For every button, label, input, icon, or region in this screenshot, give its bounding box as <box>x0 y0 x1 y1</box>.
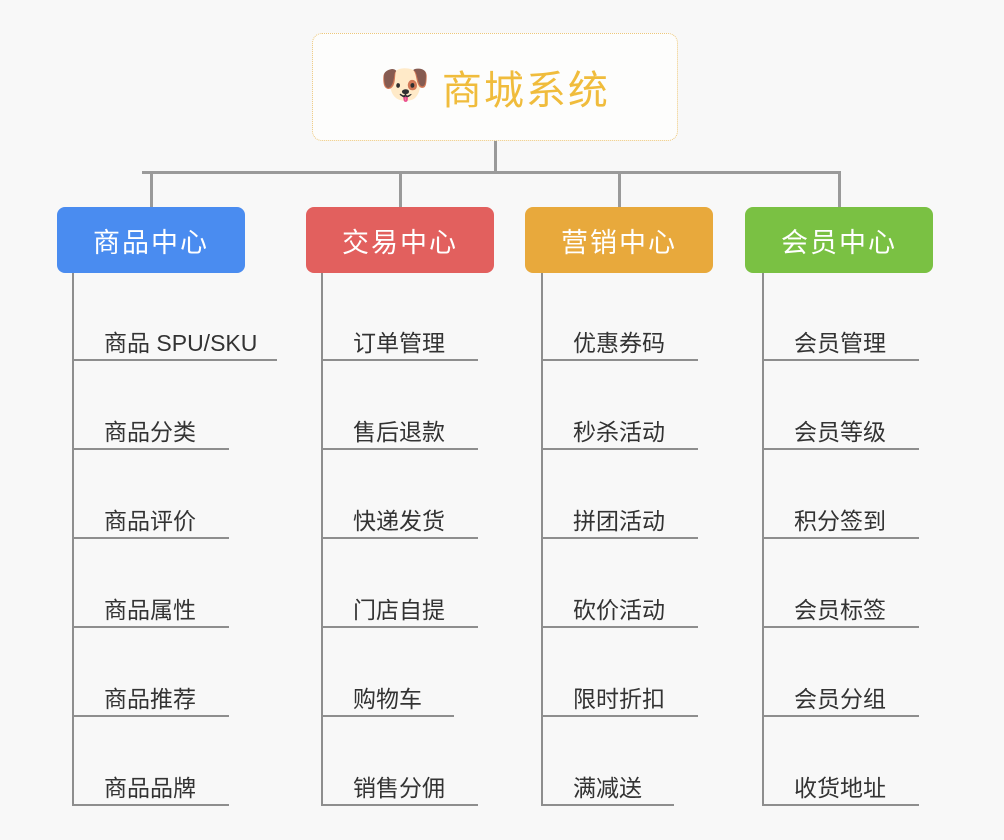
leaf-item-label: 商品评价 <box>104 508 196 535</box>
leaf-item-label: 会员管理 <box>794 330 886 357</box>
leaf-item[interactable]: 订单管理 <box>321 321 478 361</box>
leaf-item[interactable]: 收货地址 <box>762 766 919 806</box>
category-box-member[interactable]: 会员中心 <box>745 207 933 273</box>
connector-drop-trade <box>399 171 402 208</box>
leaf-item[interactable]: 销售分佣 <box>321 766 478 806</box>
leaf-item[interactable]: 限时折扣 <box>541 677 698 717</box>
leaf-item[interactable]: 商品 SPU/SKU <box>72 321 277 361</box>
leaf-item-label: 会员等级 <box>794 419 886 446</box>
leaf-item-label: 砍价活动 <box>573 597 665 624</box>
leaf-item-label: 积分签到 <box>794 508 886 535</box>
leaf-item-label: 订单管理 <box>353 330 445 357</box>
root-node[interactable]: 🐶商城系统 <box>312 33 678 141</box>
leaf-item-label: 拼团活动 <box>573 508 665 535</box>
column-spine-member <box>762 273 764 806</box>
leaf-item[interactable]: 会员分组 <box>762 677 919 717</box>
leaf-item-label: 销售分佣 <box>353 775 445 802</box>
leaf-item-label: 商品分类 <box>104 419 196 446</box>
column-spine-marketing <box>541 273 543 806</box>
leaf-item-label: 售后退款 <box>353 419 445 446</box>
connector-drop-product <box>150 171 153 208</box>
connector-horizontal-bus <box>142 171 840 174</box>
leaf-item[interactable]: 会员等级 <box>762 410 919 450</box>
leaf-item[interactable]: 积分签到 <box>762 499 919 539</box>
category-label: 会员中心 <box>781 227 897 258</box>
leaf-item[interactable]: 商品推荐 <box>72 677 229 717</box>
leaf-item[interactable]: 会员标签 <box>762 588 919 628</box>
leaf-item[interactable]: 商品品牌 <box>72 766 229 806</box>
category-box-trade[interactable]: 交易中心 <box>306 207 494 273</box>
leaf-item[interactable]: 拼团活动 <box>541 499 698 539</box>
leaf-item[interactable]: 门店自提 <box>321 588 478 628</box>
leaf-item-label: 购物车 <box>353 686 422 713</box>
leaf-item[interactable]: 购物车 <box>321 677 454 717</box>
leaf-item[interactable]: 商品分类 <box>72 410 229 450</box>
category-label: 营销中心 <box>561 227 677 258</box>
leaf-item[interactable]: 售后退款 <box>321 410 478 450</box>
leaf-item[interactable]: 会员管理 <box>762 321 919 361</box>
column-spine-trade <box>321 273 323 806</box>
leaf-item-label: 快递发货 <box>353 508 445 535</box>
connector-drop-marketing <box>618 171 621 208</box>
leaf-item[interactable]: 快递发货 <box>321 499 478 539</box>
connector-root-stem <box>494 141 497 173</box>
column-spine-product <box>72 273 74 806</box>
category-box-marketing[interactable]: 营销中心 <box>525 207 713 273</box>
leaf-item[interactable]: 商品属性 <box>72 588 229 628</box>
leaf-item-label: 会员分组 <box>794 686 886 713</box>
leaf-item-label: 收货地址 <box>794 775 886 802</box>
leaf-item-label: 优惠券码 <box>573 330 665 357</box>
leaf-item[interactable]: 秒杀活动 <box>541 410 698 450</box>
leaf-item-label: 商品 SPU/SKU <box>104 330 258 357</box>
category-box-product[interactable]: 商品中心 <box>57 207 245 273</box>
leaf-item[interactable]: 商品评价 <box>72 499 229 539</box>
leaf-item[interactable]: 优惠券码 <box>541 321 698 361</box>
root-title: 商城系统 <box>441 69 610 113</box>
leaf-item-label: 限时折扣 <box>573 686 665 713</box>
category-label: 商品中心 <box>93 227 209 258</box>
category-label: 交易中心 <box>342 227 458 258</box>
leaf-item-label: 商品品牌 <box>104 775 196 802</box>
leaf-item-label: 满减送 <box>573 775 642 802</box>
leaf-item[interactable]: 满减送 <box>541 766 674 806</box>
shiba-dog-face-icon: 🐶 <box>380 63 430 107</box>
leaf-item-label: 秒杀活动 <box>573 419 665 446</box>
leaf-item-label: 商品属性 <box>104 597 196 624</box>
leaf-item-label: 商品推荐 <box>104 686 196 713</box>
leaf-item-label: 门店自提 <box>353 597 445 624</box>
leaf-item-label: 会员标签 <box>794 597 886 624</box>
connector-drop-member <box>838 171 841 208</box>
leaf-item[interactable]: 砍价活动 <box>541 588 698 628</box>
